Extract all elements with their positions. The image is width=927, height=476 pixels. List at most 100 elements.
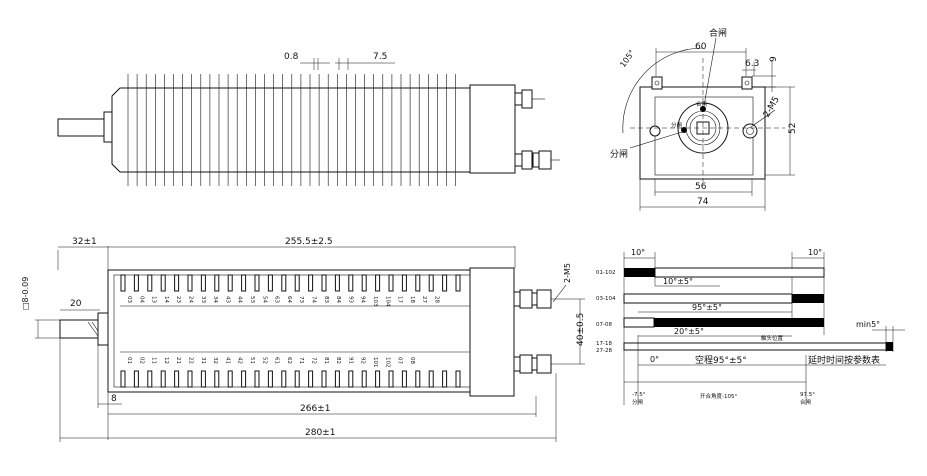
lower-contact-label: 01 xyxy=(126,357,132,364)
lower-slot xyxy=(200,370,206,388)
upper-contact-label: 74 xyxy=(311,296,317,303)
lower-slot xyxy=(174,370,180,388)
upper-contact-label: 18 xyxy=(409,296,415,303)
lower-contact-label: 92 xyxy=(360,357,366,364)
shaft xyxy=(57,118,111,137)
upper-slot xyxy=(321,274,327,292)
lower-slot xyxy=(334,370,340,388)
upper-contact-label: 28 xyxy=(434,296,440,303)
lower-slot xyxy=(214,370,220,388)
upper-contact-label: 13 xyxy=(151,296,157,303)
upper-slot xyxy=(388,274,394,292)
dim-6-3: 6.3 xyxy=(745,59,759,69)
upper-slot xyxy=(361,274,367,292)
lower-slot xyxy=(455,370,461,388)
front-screw-lower xyxy=(513,354,552,374)
lower-contact-label: 82 xyxy=(335,357,341,364)
mount-hole-left xyxy=(649,125,661,137)
lbl-close-deg: 97.5° xyxy=(800,392,815,398)
row-label-2: 03-104 xyxy=(596,296,616,302)
lower-contact-label: 31 xyxy=(200,357,206,364)
upper-slot xyxy=(348,274,354,292)
dim-60: 60 xyxy=(695,42,707,52)
row-label-4b: 27-28 xyxy=(596,348,612,354)
upper-contact-label: 23 xyxy=(175,296,181,303)
lower-contact-label: 41 xyxy=(224,357,230,364)
row1-open xyxy=(654,267,825,278)
lower-contact-label: 11 xyxy=(151,357,157,364)
lbl-95-5: 95°±5° xyxy=(692,303,722,312)
angle-105: 105° xyxy=(618,48,636,69)
lower-slot xyxy=(133,370,139,388)
upper-contact-label: 94 xyxy=(360,296,366,303)
upper-contact-label: 03 xyxy=(126,296,132,303)
lower-contact-label: 52 xyxy=(261,357,267,364)
upper-contact-label: 17 xyxy=(397,296,403,303)
lbl-stroke: 空程95°±5° xyxy=(695,354,747,366)
lower-slot xyxy=(321,370,327,388)
upper-slot xyxy=(415,274,421,292)
upper-contact-label: 33 xyxy=(200,296,206,303)
upper-contact-label: 84 xyxy=(335,296,341,303)
dim-266: 266±1 xyxy=(300,404,330,414)
upper-contact-label: 43 xyxy=(224,296,230,303)
lower-contact-label: 62 xyxy=(286,357,292,364)
lbl-20-5: 20°±5° xyxy=(674,327,704,336)
lower-slot xyxy=(160,370,166,388)
front-terminal-block xyxy=(469,267,515,397)
dim-56: 56 xyxy=(695,182,707,192)
upper-contact-label: 93 xyxy=(347,296,353,303)
dim-8: 8 xyxy=(111,394,117,404)
upper-contact-label: 27 xyxy=(421,296,427,303)
lower-contact-label: 81 xyxy=(323,357,329,364)
lower-slot xyxy=(348,370,354,388)
upper-contact-label: 54 xyxy=(261,296,267,303)
lower-slot xyxy=(227,370,233,388)
lower-slot xyxy=(187,370,193,388)
upper-contact-label: 104 xyxy=(384,296,390,307)
lbl-open: 分闸 xyxy=(632,398,643,406)
terminal-screw-upper xyxy=(514,89,545,109)
upper-slot xyxy=(375,274,381,292)
dim-20: 20 xyxy=(70,299,82,309)
front-housing xyxy=(107,269,471,393)
lower-slot xyxy=(120,370,126,388)
label-close-small: 合闸 xyxy=(696,100,707,108)
lower-contact-label: 21 xyxy=(175,357,181,364)
lower-contact-label: 32 xyxy=(212,357,218,364)
lower-slot xyxy=(267,370,273,388)
label-open-small: 分闸 xyxy=(671,121,682,129)
lbl-zero: 0° xyxy=(650,355,659,364)
upper-slot xyxy=(187,274,193,292)
lbl-10-5: 10°±5° xyxy=(663,277,693,286)
dim-32: 32±1 xyxy=(72,237,97,247)
upper-slot xyxy=(241,274,247,292)
lower-contact-label: 12 xyxy=(163,357,169,364)
lbl-close: 合闸 xyxy=(800,398,811,406)
upper-contact-label: 34 xyxy=(212,296,218,303)
lower-contact-label: 91 xyxy=(347,357,353,364)
upper-slot xyxy=(308,274,314,292)
row4-closed xyxy=(886,342,893,351)
lower-slot xyxy=(415,370,421,388)
lbl-contact-pos: 触头位置 xyxy=(761,334,784,342)
upper-slot xyxy=(174,274,180,292)
upper-slot xyxy=(254,274,260,292)
lower-slot xyxy=(428,370,434,388)
row-label-1: 01-102 xyxy=(596,270,615,276)
lower-slot xyxy=(308,370,314,388)
open-marker xyxy=(681,127,687,133)
row2-open xyxy=(623,293,793,304)
housing-body xyxy=(111,87,471,173)
upper-slot xyxy=(214,274,220,292)
lower-slot xyxy=(241,370,247,388)
upper-slot xyxy=(200,274,206,292)
row1-closed xyxy=(624,268,655,277)
label-close: 合闸 xyxy=(709,27,727,39)
row3-closed xyxy=(654,318,824,327)
top-10-a: 10° xyxy=(631,248,645,257)
upper-contact-label: 24 xyxy=(188,296,194,303)
